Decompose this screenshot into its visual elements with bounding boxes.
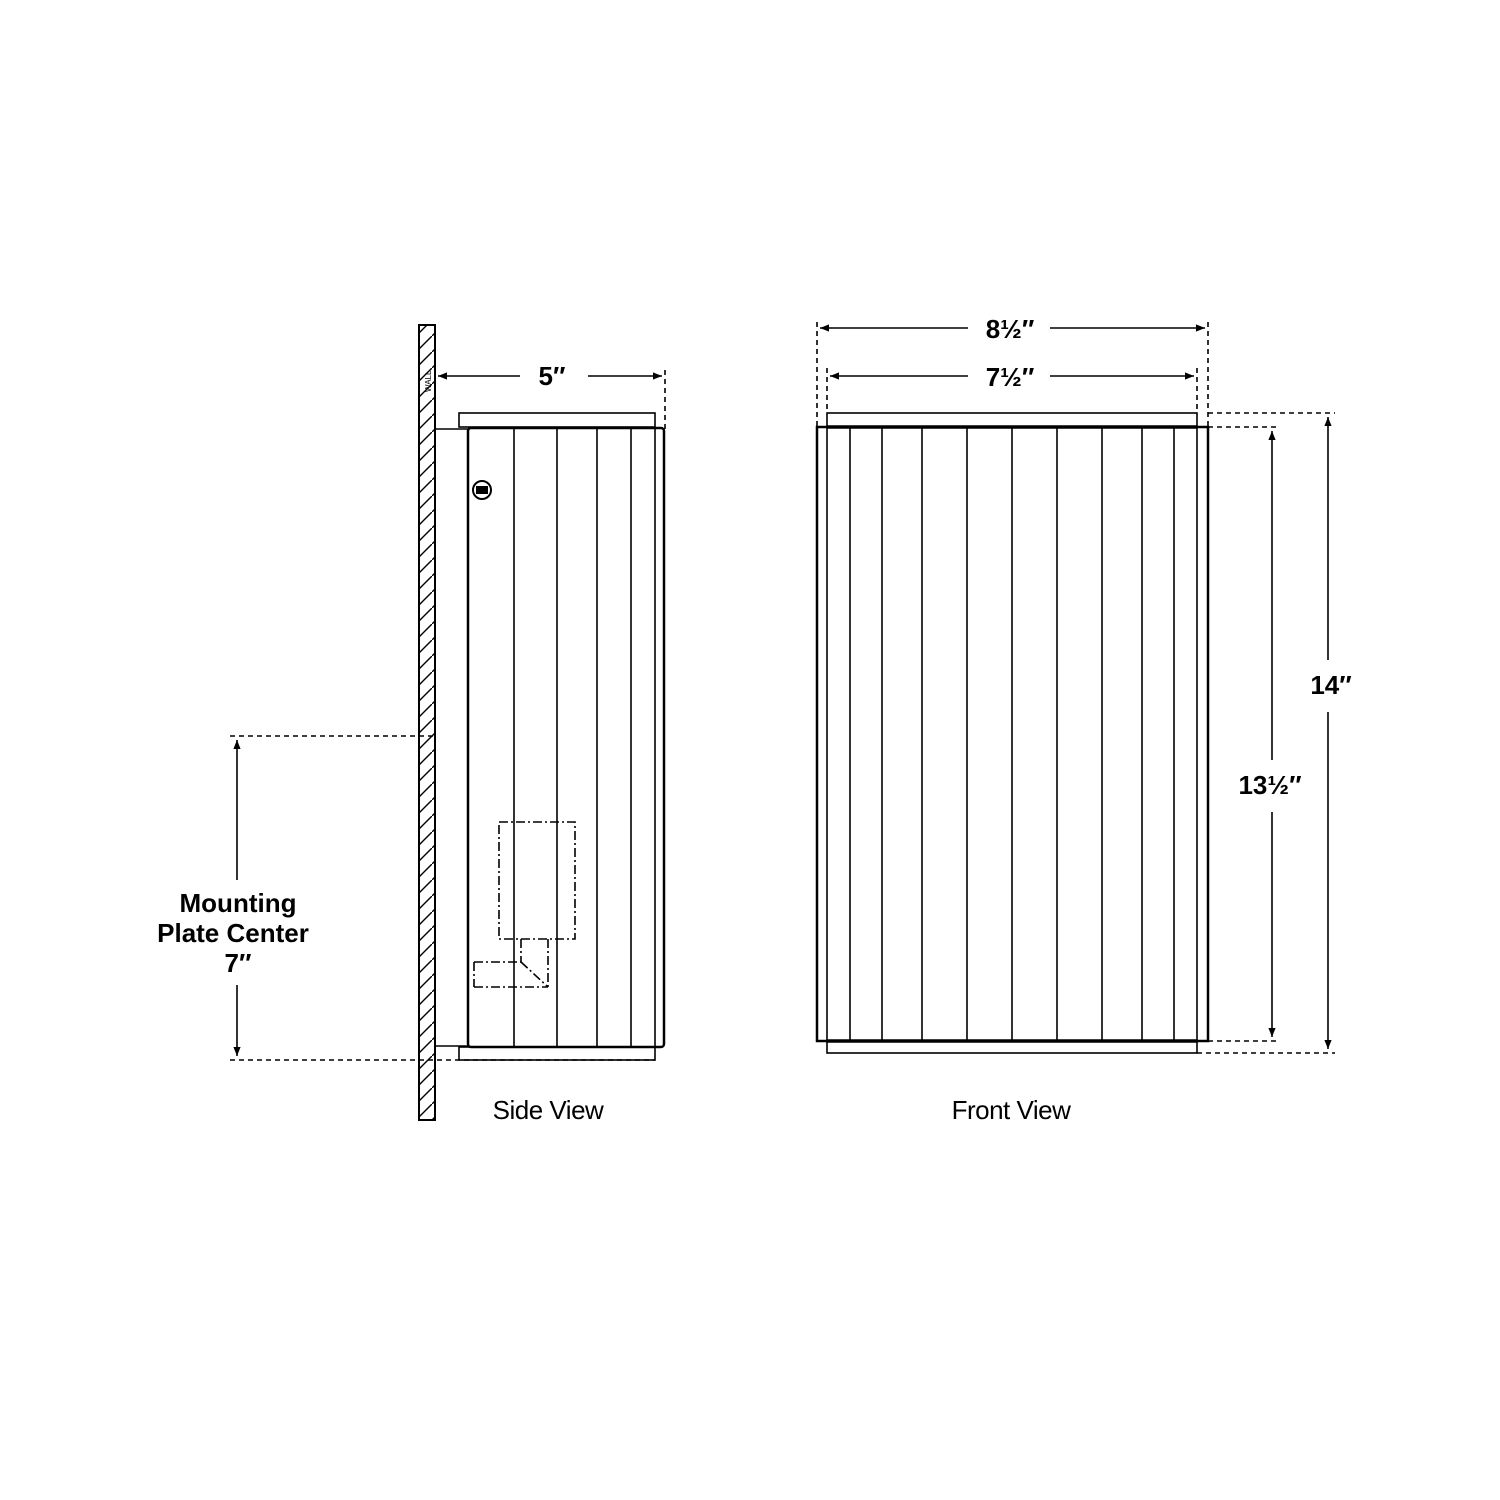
front-view-label: Front View bbox=[952, 1095, 1072, 1125]
side-bottom-cap bbox=[458, 1046, 656, 1061]
outer-width-dimension: 8½″ bbox=[816, 314, 1209, 427]
front-top-cap bbox=[826, 412, 1198, 428]
outer-width-label: 8½″ bbox=[986, 314, 1035, 344]
inner-height-dimension: 13½″ bbox=[1208, 426, 1302, 1042]
side-depth-dimension: 5″ bbox=[438, 361, 666, 430]
wall: WALL bbox=[418, 324, 436, 1121]
outer-height-label: 14″ bbox=[1310, 670, 1351, 700]
front-view: 8½″ 7½″ 14″ 13½″ Front View bbox=[815, 314, 1352, 1125]
side-body bbox=[466, 426, 666, 1049]
mounting-label-line1: Mounting bbox=[180, 888, 297, 918]
outer-height-dimension: 14″ bbox=[1197, 412, 1352, 1054]
screw-icon bbox=[472, 480, 492, 500]
inner-height-label: 13½″ bbox=[1238, 770, 1301, 800]
side-view-label: Side View bbox=[493, 1095, 604, 1125]
side-view: WALL bbox=[157, 324, 666, 1125]
depth-dim-label: 5″ bbox=[539, 361, 566, 391]
inner-width-label: 7½″ bbox=[986, 362, 1035, 392]
side-top-cap bbox=[458, 412, 656, 428]
mounting-dimension: Mounting Plate Center 7″ bbox=[157, 735, 655, 1061]
front-bottom-base bbox=[826, 1040, 1198, 1054]
wall-label: WALL bbox=[424, 370, 433, 392]
hidden-mounting-plate bbox=[473, 821, 576, 988]
mounting-label-line2: Plate Center bbox=[157, 918, 309, 948]
inner-width-dimension: 7½″ bbox=[826, 362, 1198, 413]
mounting-dim-label: 7″ bbox=[225, 948, 252, 978]
